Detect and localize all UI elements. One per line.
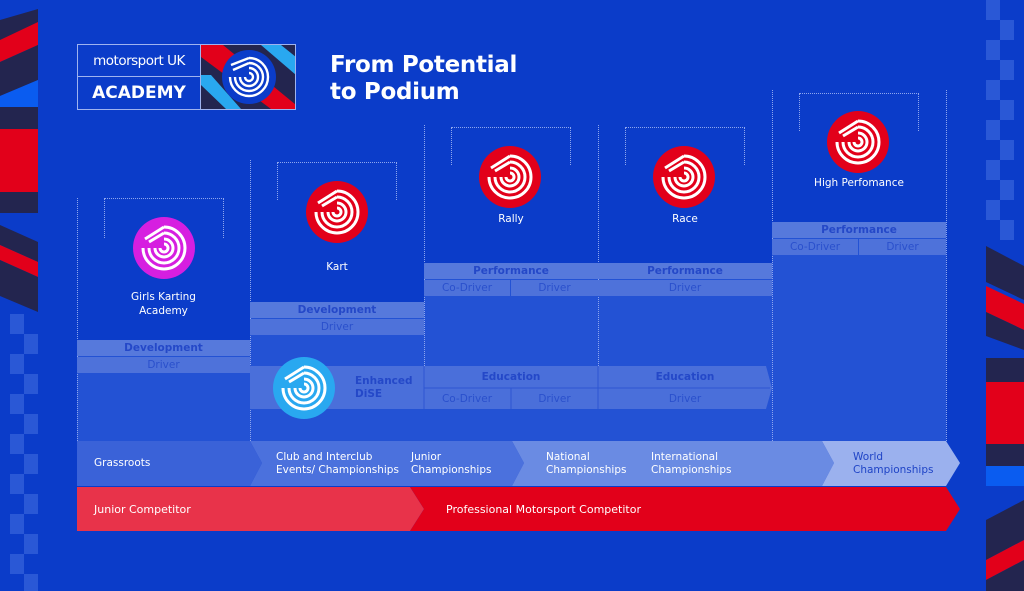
divider (77, 198, 78, 441)
hp-band: Performance (772, 222, 946, 238)
label-line: Girls Karting (131, 291, 196, 303)
rally-education-role: Co-Driver (441, 393, 493, 405)
rally-role: Co-Driver (424, 280, 510, 296)
stages-arrow (77, 441, 960, 486)
stage-label: National (546, 450, 590, 463)
label-line: DiSE (355, 388, 383, 400)
hp-role: Co-Driver (772, 239, 858, 255)
stage-label: Championships (411, 463, 492, 476)
stage-label: Club and Interclub (276, 450, 373, 463)
bracket (799, 93, 919, 131)
high-performance-label: High Perfomance (814, 177, 904, 189)
kart-role: Driver (250, 319, 424, 335)
girls-role: Driver (77, 357, 250, 373)
girls-karting-label: Girls Karting Academy (77, 290, 250, 318)
title-line-1: From Potential (330, 52, 518, 78)
professional-competitor: Professional Motorsport Competitor (446, 502, 641, 516)
logo-emblem (201, 45, 295, 109)
stage-label: Grassroots (94, 457, 151, 469)
divider (772, 90, 773, 441)
right-decoration (986, 0, 1024, 591)
rally-band: Performance (424, 263, 598, 279)
race-education-role: Driver (668, 393, 702, 405)
bracket (104, 198, 224, 238)
label-line: Enhanced (355, 375, 413, 387)
dise-label: Enhanced DiSE (355, 375, 413, 401)
stage-label: International (651, 450, 719, 463)
stage-label: Junior (411, 450, 442, 463)
kart-band: Development (250, 302, 424, 318)
divider (946, 90, 947, 441)
kart-label: Kart (326, 261, 348, 273)
race-label: Race (672, 213, 698, 225)
rally-logo-icon (479, 146, 541, 208)
rally-role: Driver (511, 280, 598, 296)
race-education: Education (655, 371, 715, 383)
label-line: Academy (139, 305, 188, 317)
divider (424, 125, 425, 366)
bracket (277, 162, 397, 200)
hp-role: Driver (859, 239, 946, 255)
title-line-2: to Podium (330, 79, 460, 105)
stage-grassroots: Grassroots (77, 441, 250, 486)
girls-karting-logo-icon (133, 217, 195, 279)
bracket (625, 127, 745, 165)
divider (250, 160, 251, 441)
stage-label: Championships (651, 463, 732, 476)
bracket (451, 127, 571, 165)
stage-label: Championships (853, 463, 934, 476)
dise-logo-icon (273, 357, 335, 419)
rally-education: Education (481, 371, 541, 383)
stage-label: Championships (546, 463, 627, 476)
left-decoration (0, 9, 38, 591)
divider (598, 125, 599, 366)
rally-education-role: Driver (538, 393, 571, 405)
race-band: Performance (598, 263, 772, 279)
stage-label: World (853, 450, 884, 463)
race-logo-icon (653, 146, 715, 208)
page-title: From Potential to Podium (330, 52, 517, 106)
junior-competitor: Junior Competitor (94, 502, 191, 516)
high-performance-logo-icon (827, 111, 889, 173)
education-arrow (250, 366, 772, 409)
race-role: Driver (598, 280, 772, 296)
kart-logo-icon (306, 181, 368, 243)
academy-logo: motorsport UK ACADEMY (77, 44, 296, 110)
competitor-arrow (77, 487, 960, 531)
logo-bottom-text: ACADEMY (92, 83, 186, 103)
girls-band: Development (77, 340, 250, 356)
stage-label: Events/ Championships (276, 463, 399, 476)
logo-top-text: motorsport UK (78, 45, 200, 77)
rally-label: Rally (498, 213, 524, 225)
